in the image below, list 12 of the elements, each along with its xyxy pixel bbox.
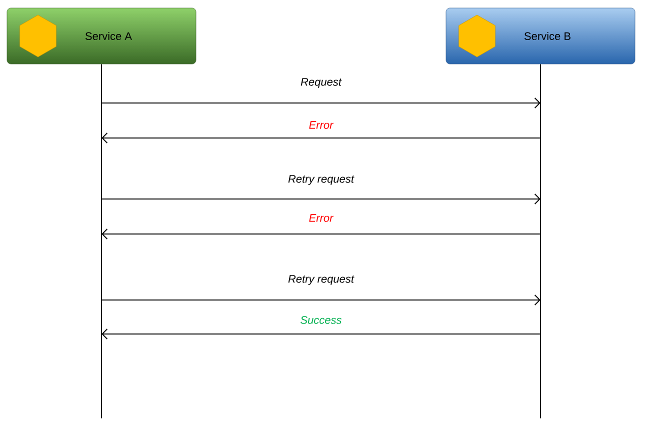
arrow [101, 294, 540, 306]
edge-label: Error [308, 213, 334, 223]
arrow [102, 228, 541, 240]
arrow [102, 132, 541, 144]
arrow [102, 328, 541, 340]
edge-label: Error [308, 120, 334, 130]
edge-label: Request [300, 77, 342, 89]
edge-label: Retry request [287, 274, 356, 286]
arrow [101, 194, 540, 204]
edge-label: Success [299, 315, 343, 325]
edge-label: Retry request [287, 174, 356, 186]
arrow [101, 98, 540, 108]
